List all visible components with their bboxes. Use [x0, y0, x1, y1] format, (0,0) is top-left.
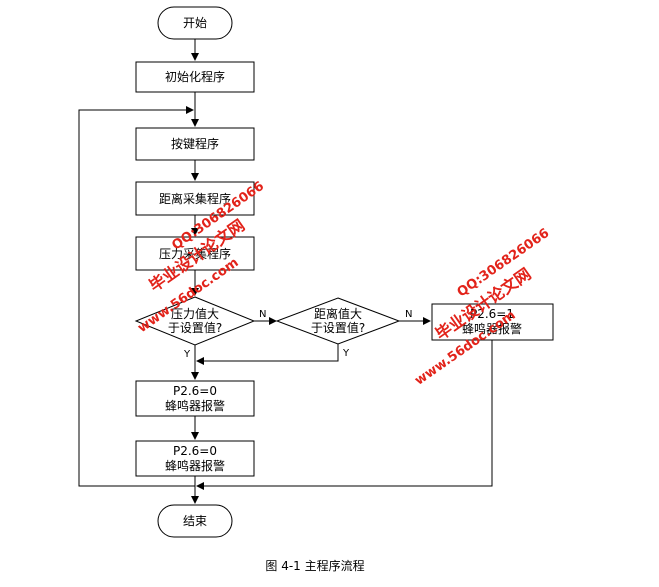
- alarm-right-line2: 蜂鸣器报警: [462, 321, 522, 336]
- key-label: 按键程序: [171, 136, 219, 151]
- alarm-right-line1: P2.6=1: [470, 307, 514, 321]
- alarm-1-node: P2.6=0 蜂鸣器报警: [135, 380, 255, 417]
- pressure-acq-label: 压力采集程序: [159, 246, 231, 261]
- edge-distance-yes: [196, 344, 339, 365]
- distance-check-line1: 距离值大: [314, 306, 362, 321]
- distance-yes-label: Y: [342, 348, 350, 359]
- alarm-1-line1: P2.6=0: [173, 384, 217, 398]
- pressure-decision: 压力值大 于设置值?: [134, 296, 256, 346]
- end-node: 结束: [157, 504, 233, 538]
- edge-loop-back: [78, 106, 195, 487]
- pressure-check-line2: 于设置值?: [168, 320, 222, 335]
- edge-alarm-right-merge: [196, 340, 493, 490]
- figure-caption: 图 4-1 主程序流程: [265, 558, 364, 573]
- pressure-acq-node: 压力采集程序: [135, 236, 255, 271]
- init-node: 初始化程序: [135, 61, 255, 93]
- distance-acq-label: 距离采集程序: [159, 191, 231, 206]
- alarm-2-node: P2.6=0 蜂鸣器报警: [135, 440, 255, 477]
- alarm-2-line2: 蜂鸣器报警: [165, 458, 225, 473]
- distance-check-line2: 于设置值?: [311, 320, 365, 335]
- key-node: 按键程序: [135, 127, 255, 161]
- pressure-yes-label: Y: [183, 349, 191, 360]
- distance-acq-node: 距离采集程序: [135, 181, 255, 216]
- alarm-right-node: P2.6=1 蜂鸣器报警: [431, 303, 554, 341]
- pressure-no-label: N: [259, 309, 266, 320]
- distance-decision: 距离值大 于设置值?: [275, 297, 401, 345]
- start-node: 开始: [157, 6, 233, 40]
- distance-no-label: N: [405, 309, 412, 320]
- alarm-1-line2: 蜂鸣器报警: [165, 398, 225, 413]
- alarm-2-line1: P2.6=0: [173, 444, 217, 458]
- start-label: 开始: [183, 16, 207, 30]
- init-label: 初始化程序: [165, 69, 225, 84]
- end-label: 结束: [183, 514, 207, 528]
- pressure-check-line1: 压力值大: [171, 306, 219, 321]
